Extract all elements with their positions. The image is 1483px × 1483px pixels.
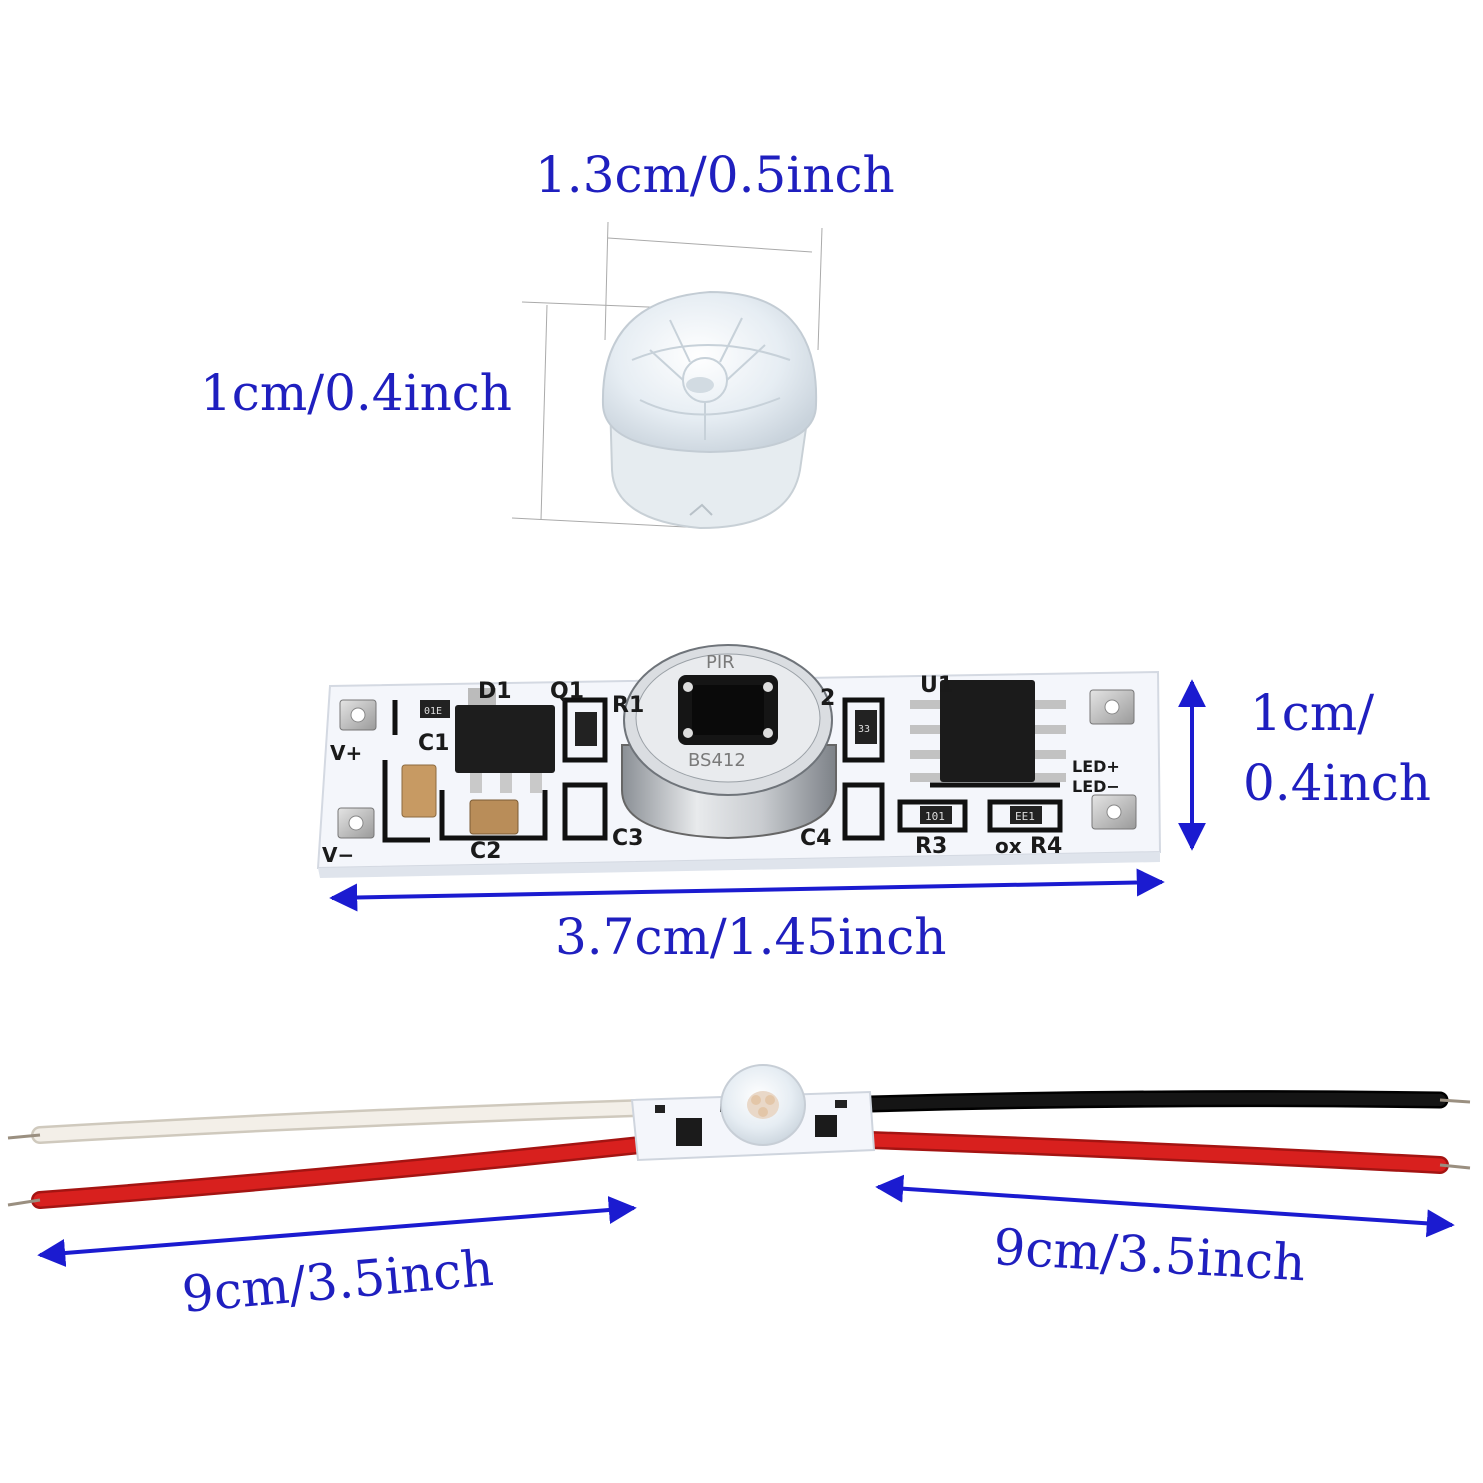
pcb-label-r4: R4 bbox=[1030, 834, 1062, 859]
pcb-label-v-minus: V− bbox=[322, 843, 354, 867]
pcb-label-r3: R3 bbox=[915, 834, 947, 859]
pir-lens bbox=[511, 221, 823, 530]
pcb-label-r1: R1 bbox=[612, 693, 644, 718]
pcb-label-c3: C3 bbox=[612, 826, 643, 851]
pcb-label-u1: U1 bbox=[920, 673, 953, 698]
solder-pad-v-minus bbox=[337, 807, 375, 839]
pcb-label-c1: C1 bbox=[418, 731, 449, 756]
pcb-label-q1: Q1 bbox=[550, 679, 584, 704]
pcb-label-led-minus: LED− bbox=[1072, 777, 1120, 796]
pir-sensor-can bbox=[621, 644, 837, 840]
sensor-model-label: BS412 bbox=[688, 750, 746, 771]
pcb-label-led-plus: LED+ bbox=[1072, 757, 1120, 776]
pcb-label-v-plus: V+ bbox=[330, 741, 362, 765]
resistor-marking-101: 101 bbox=[925, 810, 945, 823]
right-wire-length-label: 9cm/3.5inch bbox=[992, 1218, 1307, 1293]
pcb-label-d1: D1 bbox=[478, 679, 512, 704]
resistor-marking-33: 33 bbox=[858, 724, 870, 735]
voltage-regulator-chip bbox=[455, 688, 555, 793]
board-length-arrow bbox=[329, 868, 1165, 912]
pcb-label-r2: 2 bbox=[820, 686, 835, 711]
lens-width-label: 1.3cm/0.5inch bbox=[535, 146, 895, 204]
solder-pad-led-plus bbox=[1089, 689, 1135, 725]
board-height-label-line1: 1cm/ bbox=[1250, 684, 1375, 742]
lens-height-label: 1cm/0.4inch bbox=[200, 364, 512, 422]
controller-ic-u1 bbox=[910, 680, 1066, 782]
resistor-marking-ee1: EE1 bbox=[1015, 810, 1035, 823]
pcb-label-c4: C4 bbox=[800, 826, 831, 851]
pir-sensor-board: D1 Q1 R1 2 U1 C1 C2 C3 C4 R3 ox R4 V+ V−… bbox=[316, 644, 1162, 878]
left-wire-length-arrow bbox=[37, 1196, 637, 1267]
board-length-label: 3.7cm/1.45inch bbox=[555, 908, 947, 966]
pcb-label-c2: C2 bbox=[470, 839, 501, 864]
wired-sensor-module bbox=[7, 1064, 1471, 1209]
solder-pad-v-plus bbox=[339, 699, 377, 731]
right-wire-length-arrow bbox=[875, 1174, 1455, 1238]
pcb-label-ox: ox bbox=[995, 834, 1022, 858]
resistor-marking-01e: 01E bbox=[424, 706, 442, 717]
capacitor-c2 bbox=[469, 799, 519, 835]
capacitor-c1 bbox=[401, 764, 437, 818]
board-height-label-line2: 0.4inch bbox=[1243, 754, 1431, 812]
solder-pad-led-minus bbox=[1091, 794, 1137, 830]
sensor-top-label: PIR bbox=[706, 652, 735, 673]
